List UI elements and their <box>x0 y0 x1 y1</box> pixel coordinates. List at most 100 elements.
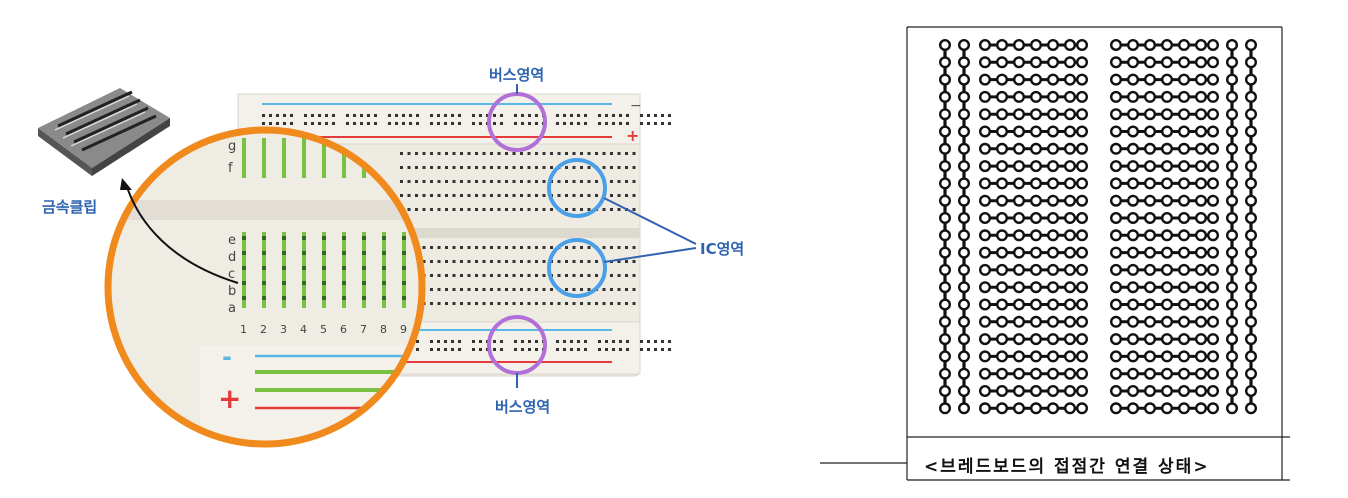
hole <box>302 296 306 300</box>
hole <box>482 274 486 277</box>
contact-ring <box>1178 73 1191 86</box>
contact-ring <box>1063 160 1076 173</box>
hole <box>535 114 538 117</box>
hole <box>482 288 486 291</box>
hole <box>242 266 246 270</box>
hole <box>535 246 538 249</box>
contact-ring <box>1195 315 1208 328</box>
contact-ring <box>1029 90 1042 103</box>
hole <box>430 340 433 343</box>
hole <box>610 208 613 211</box>
contact-ring <box>1110 229 1123 242</box>
hole <box>565 194 568 197</box>
hole <box>374 122 377 125</box>
contact-ring <box>1178 281 1191 294</box>
hole <box>311 114 314 117</box>
contact-ring <box>1207 246 1220 259</box>
contact-ring <box>995 385 1008 398</box>
hole <box>640 348 643 351</box>
hole <box>407 152 411 155</box>
hole <box>632 302 636 305</box>
contact-ring <box>1161 333 1174 346</box>
contact-ring <box>1161 385 1174 398</box>
hole <box>505 288 508 291</box>
hole <box>460 246 463 249</box>
hole <box>467 260 471 263</box>
hole <box>610 302 613 305</box>
contact-ring <box>1076 402 1089 415</box>
contact-ring <box>1195 211 1208 224</box>
hole <box>584 114 587 117</box>
contact-ring <box>1046 39 1059 52</box>
contact-ring <box>1063 315 1076 328</box>
contact-ring <box>1178 211 1191 224</box>
hole <box>512 288 516 291</box>
hole <box>475 180 478 183</box>
hole <box>572 302 576 305</box>
contact-ring <box>957 90 970 103</box>
hole <box>342 266 346 270</box>
hole <box>610 152 613 155</box>
hole <box>472 348 475 351</box>
hole <box>580 288 583 291</box>
hole <box>580 194 583 197</box>
contact-ring <box>1178 367 1191 380</box>
contact-ring <box>1144 177 1157 190</box>
contact-ring <box>1178 315 1191 328</box>
hole <box>512 274 516 277</box>
contact-ring <box>938 211 951 224</box>
contact-ring <box>1029 367 1042 380</box>
hole <box>661 114 664 117</box>
contact-ring <box>1195 402 1208 415</box>
hole <box>632 246 636 249</box>
contact-ring <box>1161 298 1174 311</box>
hole <box>617 274 621 277</box>
contact-ring <box>1063 73 1076 86</box>
hole <box>542 302 546 305</box>
hole <box>322 236 326 240</box>
hole <box>595 302 598 305</box>
hole <box>282 266 286 270</box>
hole <box>451 114 454 117</box>
contact-ring <box>1012 90 1025 103</box>
hole <box>654 114 657 117</box>
hole <box>580 166 583 169</box>
hole <box>572 152 576 155</box>
contact-ring <box>1161 108 1174 121</box>
hole <box>587 260 591 263</box>
hole <box>626 340 629 343</box>
contact-ring <box>1012 125 1025 138</box>
contact-ring <box>1195 298 1208 311</box>
hole <box>415 180 418 183</box>
hole <box>467 180 471 183</box>
contact-ring <box>1063 125 1076 138</box>
contact-ring <box>1144 39 1157 52</box>
hole <box>521 122 524 125</box>
hole <box>598 114 601 117</box>
hole <box>527 246 531 249</box>
contact-ring <box>938 298 951 311</box>
hole <box>602 152 606 155</box>
contact-ring <box>995 39 1008 52</box>
contact-ring <box>1029 263 1042 276</box>
hole <box>595 180 598 183</box>
contact-ring <box>1110 246 1123 259</box>
hole <box>535 348 538 351</box>
hole <box>242 296 246 300</box>
hole <box>520 288 523 291</box>
hole <box>632 194 636 197</box>
hole <box>302 251 306 255</box>
hole <box>382 251 386 255</box>
contact-ring <box>995 108 1008 121</box>
hole <box>416 340 419 343</box>
hole <box>505 180 508 183</box>
hole <box>493 114 496 117</box>
hole <box>612 114 615 117</box>
contact-ring <box>1178 108 1191 121</box>
contact-ring <box>1029 56 1042 69</box>
hole <box>528 340 531 343</box>
contact-ring <box>1076 160 1089 173</box>
contact-ring <box>1207 39 1220 52</box>
contact-ring <box>1127 73 1140 86</box>
contact-ring <box>1207 142 1220 155</box>
